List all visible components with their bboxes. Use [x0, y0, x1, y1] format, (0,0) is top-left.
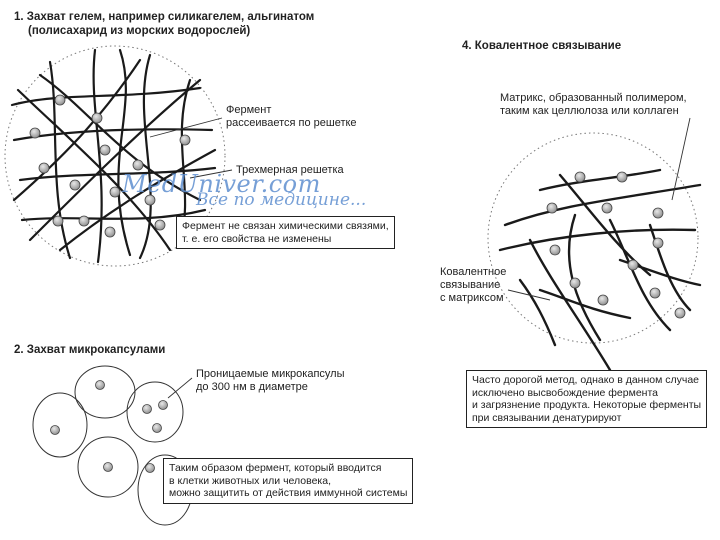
microcapsule-note-line3: можно защитить от действия иммунной сист…: [169, 487, 408, 499]
enzyme-label-line2: рассеивается по решетке: [226, 117, 357, 129]
watermark-site: MedUniver.com: [122, 170, 321, 198]
watermark-tagline: Все по медицине...: [196, 190, 367, 210]
gel-fibers: [10, 48, 217, 264]
covalent-label-line2: связывание: [440, 279, 501, 291]
capsule-outlines: [32, 365, 193, 526]
covalent-binding-diagram: [487, 117, 702, 372]
covalent-label-line3: с матриксом: [440, 292, 504, 304]
covalent-note-line4: при связывании денатурируют: [472, 411, 622, 424]
microcapsule-label-line2: до 300 нм в диаметре: [196, 381, 308, 393]
microcapsules-diagram: [32, 365, 193, 526]
gel-pointer-lines: [149, 117, 233, 179]
matrix-label-line2: таким как целлюлоза или коллаген: [500, 105, 679, 117]
covalent-boundary-circle: [487, 132, 699, 344]
gel-lattice-diagram: [4, 45, 233, 267]
microcapsule-note-line2: в клетки животных или человека,: [169, 474, 331, 487]
gel-enzyme-dots: [29, 94, 191, 238]
section4-title: 4. Ковалентное связывание: [462, 40, 622, 52]
gel-note-box: Фермент не связан химическими связями, т…: [176, 216, 395, 249]
enzyme-label-line1: Фермент: [226, 104, 272, 116]
matrix-label-line1: Матрикс, образованный полимером,: [500, 92, 687, 104]
section1-title-line2: (полисахарид из морских водорослей): [28, 25, 251, 37]
microcapsule-note-box: Таким образом фермент, который вводится …: [163, 458, 414, 504]
capsule-pointer-line: [167, 377, 193, 399]
gel-note-line1: Фермент не связан химическими связями,: [182, 220, 389, 232]
covalent-pointer-lines: [507, 117, 691, 301]
gel-boundary-circle: [4, 45, 226, 267]
microcapsule-label-line1: Проницаемые микрокапсулы: [196, 368, 345, 380]
covalent-note-box: Часто дорогой метод, однако в данном слу…: [466, 370, 708, 428]
covalent-note-line1: Часто дорогой метод, однако в данном слу…: [472, 374, 700, 386]
section2-title: 2. Захват микрокапсулами: [14, 344, 166, 356]
bound-enzyme-dots: [546, 171, 686, 319]
lattice-label: Трехмерная решетка: [236, 164, 344, 176]
capsule-enzyme-dots: [50, 380, 168, 473]
covalent-note-line2: исключено высвобождение фермента: [472, 386, 658, 399]
covalent-label-line1: Ковалентное: [440, 266, 507, 278]
matrix-fibers: [498, 168, 702, 372]
gel-note-line2: т. е. его свойства не изменены: [182, 232, 332, 245]
section1-title-line1: 1. Захват гелем, например силикагелем, а…: [14, 11, 315, 23]
covalent-note-line3: и загрязнение продукта. Некоторые фермен…: [472, 399, 702, 411]
microcapsule-note-line1: Таким образом фермент, который вводится: [169, 462, 382, 474]
